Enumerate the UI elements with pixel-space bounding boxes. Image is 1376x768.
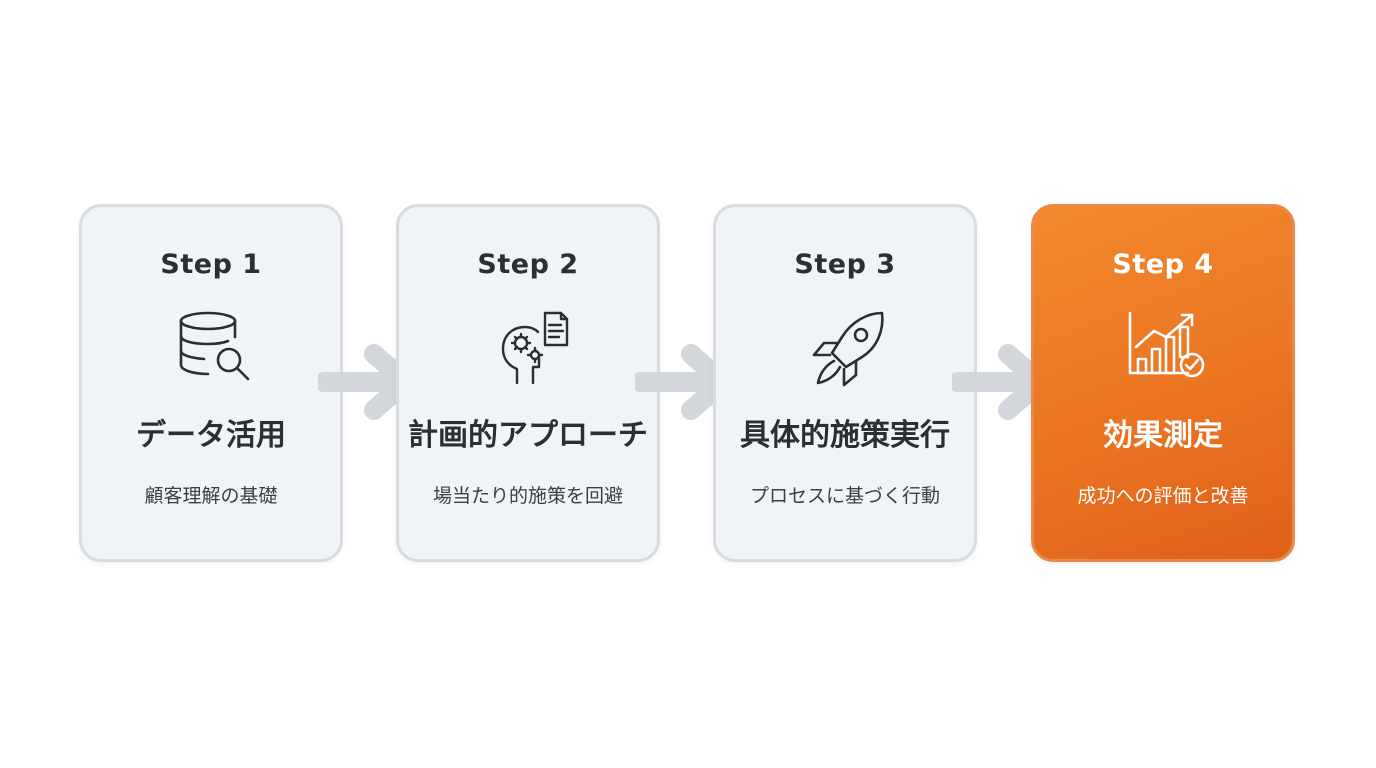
- step-card-3: Step 3 具体的施策実行 プロセスに基づく行動: [713, 204, 977, 562]
- step-card-2: Step 2 計画的アプローチ 場当たり的施策を回避: [396, 204, 660, 562]
- step-label: Step 2: [477, 249, 579, 280]
- step-title: 計画的アプローチ: [408, 418, 648, 453]
- step-title: データ活用: [136, 418, 286, 453]
- step-subtitle: プロセスに基づく行動: [749, 485, 940, 507]
- step-subtitle: 成功への評価と改善: [1077, 485, 1249, 507]
- database-search-icon: [164, 307, 264, 387]
- step-label: Step 3: [794, 249, 896, 280]
- rocket-icon: [798, 307, 898, 387]
- growth-chart-check-icon: [1116, 307, 1216, 387]
- head-gears-document-icon: [481, 307, 581, 387]
- step-title: 具体的施策実行: [740, 418, 950, 453]
- step-card-4: Step 4 効果測定 成功への評価と改善: [1031, 204, 1295, 562]
- step-label: Step 4: [1112, 249, 1214, 280]
- step-label: Step 1: [160, 249, 262, 280]
- step-subtitle: 顧客理解の基礎: [144, 485, 278, 507]
- step-title: 効果測定: [1103, 418, 1223, 453]
- step-subtitle: 場当たり的施策を回避: [432, 485, 623, 507]
- step-card-1: Step 1 データ活用 顧客理解の基礎: [79, 204, 343, 562]
